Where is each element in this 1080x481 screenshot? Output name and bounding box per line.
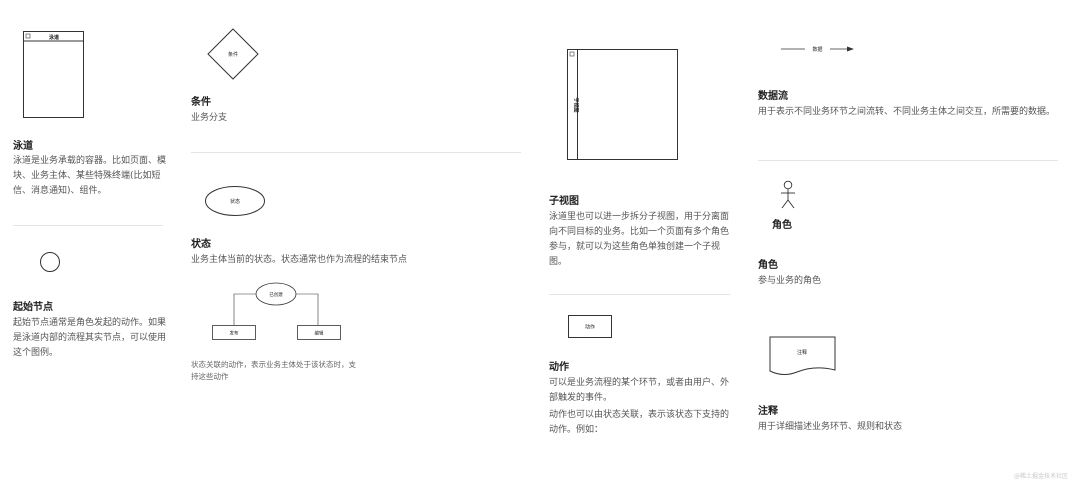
role-stick-figure-icon bbox=[781, 180, 795, 209]
state-shape-label: 状态 bbox=[230, 198, 240, 205]
condition-shape-label: 条件 bbox=[228, 51, 238, 58]
connector-left bbox=[233, 293, 256, 325]
divider bbox=[549, 294, 730, 295]
action-rect-shape: 动作 bbox=[568, 315, 612, 338]
start-node-title: 起始节点 bbox=[13, 302, 53, 313]
divider bbox=[13, 225, 163, 226]
dataflow-desc: 用于表示不同业务环节之间流转、不同业务主体之间交互，所需要的数据。 bbox=[758, 107, 1056, 117]
subview-desc: 泳道里也可以进一步拆分子视图，用于分离面向不同目标的业务。比如一个页面有多个角色… bbox=[549, 212, 730, 267]
role-shape-label: 角色 bbox=[772, 220, 792, 231]
subview-shape-label: 子视图 bbox=[573, 97, 580, 112]
state-ellipse-shape: 状态 bbox=[205, 186, 265, 216]
state-desc: 业务主体当前的状态。状态通常也作为流程的结束节点 bbox=[191, 255, 408, 265]
subview-title: 子视图 bbox=[549, 196, 579, 207]
swimlane-desc: 泳道是业务承载的容器。比如页面、模块、业务主体、某些特殊终端(比如短信、消息通知… bbox=[13, 156, 167, 196]
swimlane-shape: 泳道 bbox=[23, 31, 84, 118]
example-action-right-box bbox=[297, 325, 341, 340]
dataflow-shape-label: 数据 bbox=[812, 46, 822, 53]
subview-collapse-icon bbox=[569, 51, 575, 57]
start-node-desc: 起始节点通常是角色发起的动作。如果是泳道内部的流程其实节点，可以使用这个图例。 bbox=[13, 318, 167, 358]
condition-title: 条件 bbox=[191, 97, 211, 108]
dataflow-arrow-icon: 数据 bbox=[781, 46, 854, 53]
example-state-label: 已创建 bbox=[269, 291, 283, 298]
condition-desc: 业务分支 bbox=[191, 113, 228, 123]
divider bbox=[191, 152, 521, 153]
swimlane-collapse-icon bbox=[25, 33, 31, 39]
example-action-left-label: 发布 bbox=[230, 330, 239, 337]
swimlane-title: 泳道 bbox=[13, 141, 33, 152]
state-title: 状态 bbox=[191, 239, 211, 250]
annotation-shape-label: 注释 bbox=[797, 349, 807, 356]
example-action-left-box bbox=[212, 325, 256, 340]
swimlane-shape-label: 泳道 bbox=[49, 34, 59, 41]
state-actions-example-diagram: 已创建 发布 编辑 bbox=[212, 282, 341, 340]
watermark: @稀土掘金技术社区 bbox=[1014, 473, 1069, 480]
condition-diamond-shape: 条件 bbox=[207, 28, 259, 80]
role-desc: 参与业务的角色 bbox=[758, 276, 822, 286]
role-title: 角色 bbox=[758, 260, 778, 271]
annotation-document-shape: 注释 bbox=[769, 336, 836, 375]
action-desc-2: 动作也可以由状态关联，表示该状态下支持的动作。例如： bbox=[549, 410, 730, 435]
example-action-right-label: 编辑 bbox=[315, 330, 324, 337]
action-shape-label: 动作 bbox=[585, 324, 595, 331]
action-title: 动作 bbox=[549, 362, 569, 373]
connector-right bbox=[296, 293, 319, 325]
state-example-note: 状态关联的动作，表示业务主体处于该状态时，支持这些动作 bbox=[191, 360, 356, 381]
subview-shape: 子视图 bbox=[567, 49, 678, 160]
annotation-desc: 用于详细描述业务环节、规则和状态 bbox=[758, 422, 903, 432]
annotation-title: 注释 bbox=[758, 406, 778, 417]
divider bbox=[758, 160, 1058, 161]
dataflow-title: 数据流 bbox=[758, 91, 788, 102]
start-node-circle-icon bbox=[40, 252, 60, 272]
action-desc-1: 可以是业务流程的某个环节，或者由用户、外部触发的事件。 bbox=[549, 378, 730, 403]
